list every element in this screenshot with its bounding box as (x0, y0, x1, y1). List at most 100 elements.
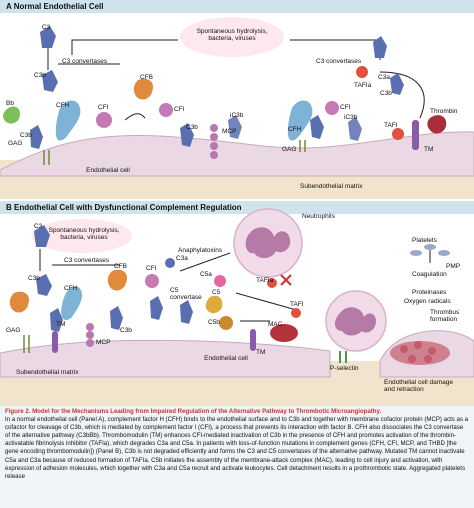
label-c3b-b: C3b (28, 275, 40, 282)
label-c3-convertases-a-right: C3 convertases (316, 58, 362, 65)
label-c5a-b: C5a (200, 271, 212, 278)
label-cfi-b: CFI (146, 265, 157, 272)
ic3b-molecule-a (228, 115, 242, 139)
label-spontaneous-a: Spontaneous hydrolysis, bacteria, viruse… (196, 28, 268, 42)
label-c3-convertases-a-left: C3 convertases (62, 58, 108, 65)
gag-chains-a (43, 140, 306, 165)
label-tafia-a: TAFIa (354, 82, 372, 89)
label-cfh-b: CFH (64, 285, 78, 292)
label-ic3b-a2: iC3b (344, 114, 358, 121)
arrow-thrombin-tafia (379, 71, 425, 119)
label-c3a-a: C3a (378, 74, 390, 81)
label-cfh-a2: CFH (288, 126, 302, 133)
label-coagulation-b: Coagulation (412, 271, 447, 278)
label-c3-a: C3 (41, 24, 51, 31)
p-selectin-b (339, 351, 347, 363)
endothelial-cell-a (0, 131, 474, 177)
tm-molecule-a (412, 120, 419, 150)
label-tm-a: TM (424, 146, 434, 153)
label-subendothelial-matrix-a: Subendothelial matrix (300, 183, 363, 190)
c3b-molecule-a4 (310, 115, 324, 139)
label-c3b-a5: C3b (380, 90, 392, 97)
label-proteinases-b: Proteinases (412, 289, 447, 296)
label-p-selectin-b: P-selectin (330, 365, 359, 372)
c3b-molecule-a5 (390, 73, 404, 95)
c3b-molecule-a1 (42, 70, 58, 92)
label-cfi-a3: CFI (340, 104, 351, 111)
arrow-spont-left (71, 39, 178, 55)
cfi-molecule-b (145, 274, 159, 288)
bb-molecule-a (3, 106, 20, 124)
label-anaphylatoxins-b: Anaphylatoxins (178, 247, 223, 254)
caption-body: In a normal endothelial cell (Panel A), … (5, 416, 469, 480)
label-endothelial-cell-b: Endothelial cell (204, 355, 248, 362)
tafi-molecule-a (392, 128, 404, 140)
c3b-molecule-b3 (110, 306, 123, 330)
label-c3b-a2: C3b (20, 132, 32, 139)
figure-caption: Figure 2. Model for the Mechanisms Leadi… (0, 406, 474, 508)
c3-molecule-top-a (40, 26, 56, 48)
label-cfb-a: CFB (140, 74, 153, 81)
label-tafi-b: TAFI (290, 301, 304, 308)
label-tm-b2: TM (256, 349, 266, 356)
cfb-molecule-b2 (9, 291, 30, 313)
cfi-molecule-a (96, 112, 112, 128)
spontaneous-glow-a (180, 17, 284, 57)
arrow-to-neutrophil-b (235, 292, 301, 312)
c3-molecule-top-b (34, 225, 50, 247)
cfh-molecule-a (55, 100, 81, 141)
label-c5-convertase-b: C5 convertase (170, 287, 202, 301)
cfi-molecule-a2 (159, 103, 173, 117)
c3a-molecule-b (165, 258, 175, 268)
c5-convertase-molecule-b (180, 300, 193, 324)
cfh-molecule-b (61, 286, 82, 320)
label-c5-b: C5 (212, 289, 221, 296)
c5b-molecule-b (219, 316, 233, 330)
label-tafi-a: TAFI (384, 122, 398, 129)
label-ic3b-a: iC3b (230, 112, 244, 119)
label-gag-a: GAG (8, 140, 23, 147)
label-c3a-b: C3a (176, 255, 188, 262)
label-bb-a: Bb (6, 100, 14, 107)
tafia-molecule-b (267, 278, 277, 288)
label-oxygen-radicals-b: Oxygen radicals (404, 298, 451, 305)
caption-title: Figure 2. Model for the Mechanisms Leadi… (5, 408, 382, 415)
arrow-cfi-cleave (124, 113, 146, 121)
label-mac-b: MAC (268, 321, 283, 328)
spontaneous-glow-b (32, 219, 132, 253)
c3-molecule-right-a (373, 36, 387, 58)
c3b-molecule-b2 (50, 308, 63, 332)
neutrophil-nucleus-low-b (334, 307, 376, 336)
c5a-molecule-b (214, 275, 226, 287)
panel-b: B Endothelial Cell with Dysfunctional Co… (0, 201, 474, 406)
label-cfh-a: CFH (56, 102, 70, 109)
label-cfi-a: CFI (98, 104, 109, 111)
label-tm-b: TM (56, 321, 66, 328)
label-damage-b: Endothelial cell damage and retraction (384, 379, 454, 393)
panel-a-diagram (0, 17, 474, 199)
c3b-molecule-a2 (30, 125, 43, 149)
tafia-blocked-icon (280, 274, 292, 286)
label-spontaneous-b: Spontaneous hydrolysis, bacteria, viruse… (48, 227, 120, 241)
panel-b-diagram (0, 208, 474, 406)
mcp-molecule-a (210, 124, 218, 159)
arrow-anaphylatoxins-b (179, 252, 231, 272)
c3b-molecule-b1 (36, 274, 52, 296)
label-pmp-b: PMP (446, 263, 461, 270)
label-c3-convertases-b: C3 convertases (64, 257, 110, 264)
label-c3b-b2: C3b (120, 327, 132, 334)
tm-molecule-b2 (250, 329, 256, 351)
c3b-molecule-b4 (150, 296, 163, 320)
tafi-molecule-b (291, 308, 301, 318)
label-neutrophils-b: Neutrophils (302, 213, 335, 220)
tafia-molecule-a (356, 66, 368, 78)
cfb-molecule-a (133, 78, 154, 100)
label-thrombin-a: Thrombin (430, 108, 458, 115)
neutrophil-nucleus-top-b (245, 227, 291, 259)
platelets-b (410, 244, 450, 256)
label-endothelial-cell-a: Endothelial cell (86, 167, 130, 174)
cfh-molecule-a2 (287, 100, 313, 141)
label-cfb-b: CFB (114, 263, 127, 270)
label-tafia-b: TAFIa (256, 277, 274, 284)
panel-a-header: A Normal Endothelial Cell (0, 0, 474, 13)
